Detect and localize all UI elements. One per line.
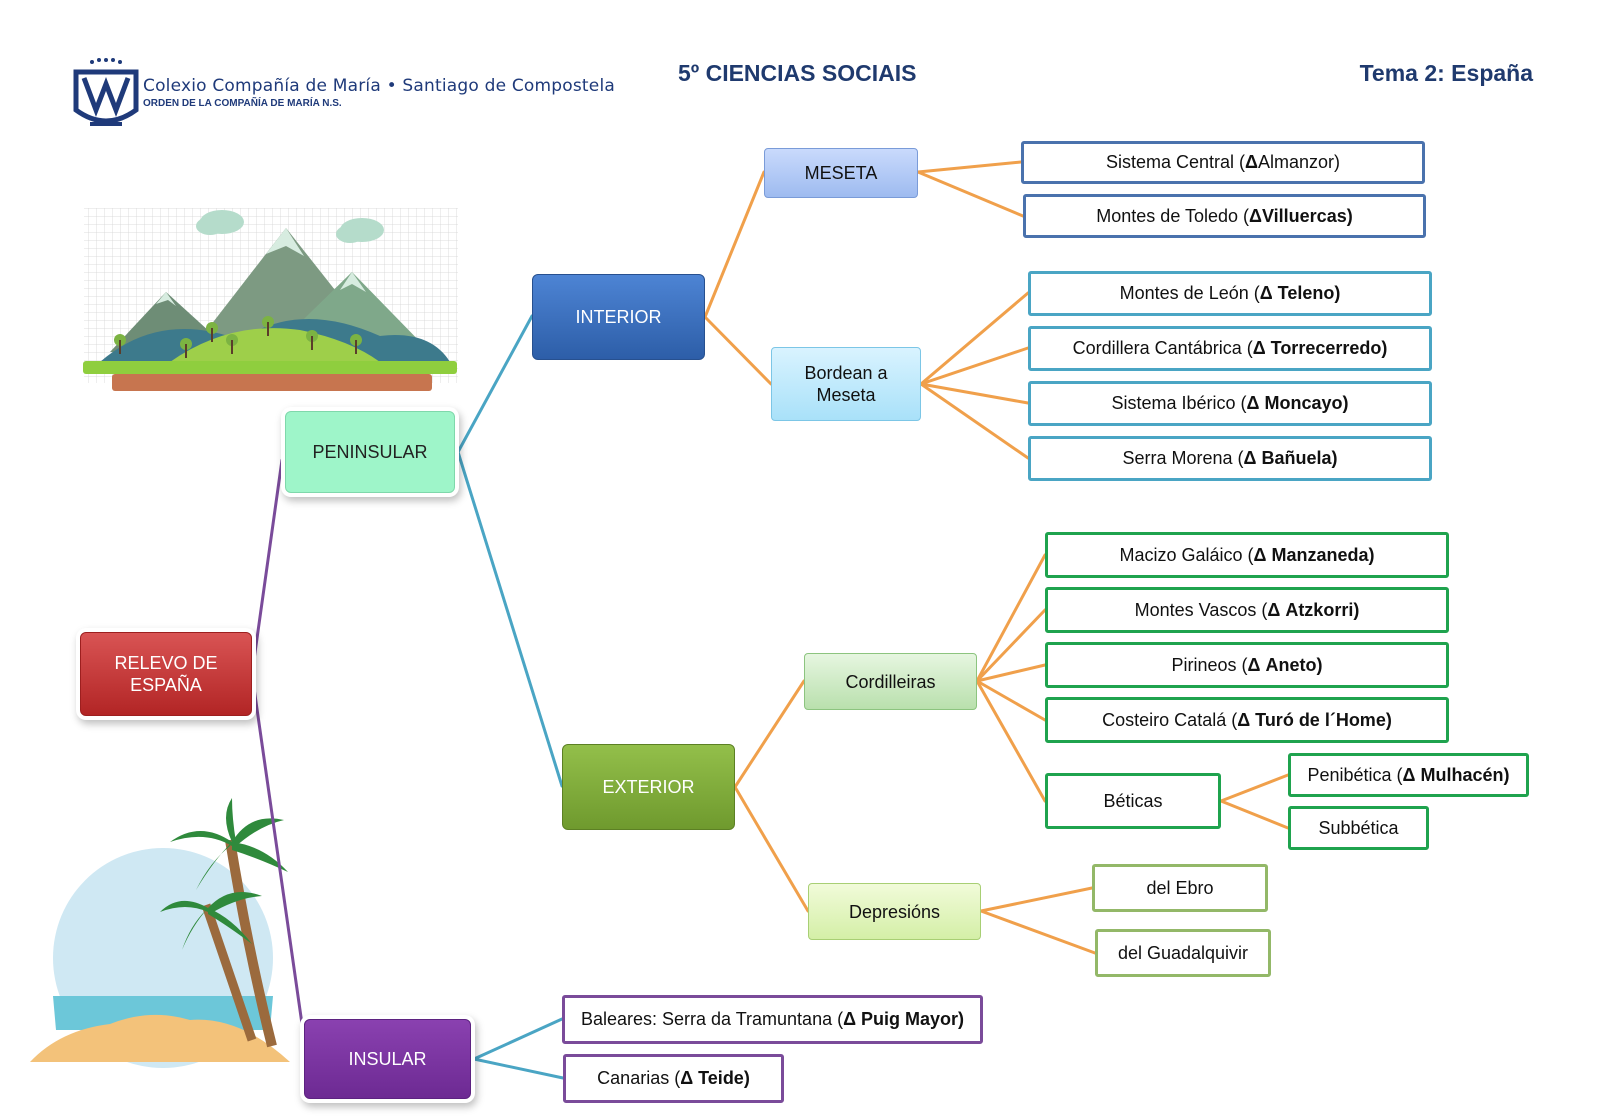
leaf-macizo-galaico: Macizo Galáico ( Δ Manzaneda) <box>1045 532 1449 578</box>
leaf-del-guadalquivir: del Guadalquivir <box>1095 929 1271 977</box>
node-relevo-de-espana: RELEVO DE ESPAÑA <box>80 632 252 716</box>
leaf-sistema-central: Sistema Central (Δ Almanzor) <box>1021 141 1425 184</box>
leaf-name: Baleares: Serra da Tramuntana ( <box>580 1009 844 1029</box>
leaf-peak: Δ Turó de l´Home) <box>1237 709 1392 730</box>
school-logo <box>73 58 139 126</box>
leaf-sistema-iberico: Sistema Ibérico ( Δ Moncayo) <box>1028 381 1432 426</box>
peak-symbol: Δ <box>1245 152 1258 172</box>
leaf-name: del Guadalquivir <box>1117 942 1249 963</box>
leaf-peak: Villuercas) <box>1261 205 1353 226</box>
node-cordilleiras: Cordilleiras <box>804 653 977 710</box>
leaf-name: Canarias ( <box>597 1068 681 1088</box>
connector-cordilleiras-pirineos <box>975 663 1047 683</box>
leaf-montes-de-leon: Montes de León ( Δ Teleno) <box>1028 271 1432 316</box>
leaf-name: Penibética ( <box>1307 764 1403 785</box>
connector-interior-bordean <box>703 315 773 386</box>
leaf-canarias: Canarias ( Δ Teide) <box>563 1054 784 1103</box>
topic-title: Tema 2: España <box>1359 60 1533 86</box>
leaf-name: Sistema Ibérico ( <box>1111 393 1247 413</box>
leaf-peak: Δ Torrecerredo) <box>1252 338 1388 358</box>
mountain-illustration <box>83 208 458 391</box>
node-exterior: EXTERIOR <box>562 744 735 830</box>
node-insular: INSULAR <box>304 1019 471 1099</box>
leaf-del-ebro: del Ebro <box>1092 864 1268 912</box>
leaf-peak: Δ Aneto) <box>1247 654 1323 675</box>
leaf-name: Béticas <box>1103 790 1163 811</box>
connector-bordean-leon <box>919 291 1030 386</box>
connector-insular-baleares <box>472 1017 564 1061</box>
connector-cordilleiras-vascos <box>975 608 1047 683</box>
leaf-name: Montes de Toledo ( <box>1096 205 1250 226</box>
leaf-name: Serra Morena ( <box>1122 448 1244 468</box>
leaf-peak: Δ Bañuela) <box>1243 448 1338 468</box>
school-subtitle: ORDEN DE LA COMPAÑÍA DE MARÍA N.S. <box>143 98 342 109</box>
connector-bordean-morena <box>919 382 1030 460</box>
connector-bordean-cantabrica <box>919 346 1030 386</box>
leaf-peak: Δ Teide) <box>680 1068 750 1088</box>
connector-peninsular-interior <box>456 314 534 454</box>
connector-meseta-central <box>916 160 1023 174</box>
connector-exterior-cordilleiras <box>733 679 806 789</box>
connector-peninsular-exterior <box>456 450 564 788</box>
leaf-name: del Ebro <box>1146 877 1214 898</box>
connector-depresions-ebro <box>979 886 1094 913</box>
leaf-peak: Δ Manzaneda) <box>1253 544 1375 565</box>
leaf-peak: Δ Teleno) <box>1259 283 1341 303</box>
leaf-name: Macizo Galáico ( <box>1119 544 1254 565</box>
node-depresions: Depresións <box>808 883 981 940</box>
leaf-peak: Almanzor) <box>1257 152 1340 172</box>
connector-beticas-subbetica <box>1219 799 1290 830</box>
leaf-serra-morena: Serra Morena ( Δ Bañuela) <box>1028 436 1432 481</box>
school-name: Colexio Compañía de María • Santiago de … <box>143 76 615 96</box>
leaf-name: Montes Vascos ( <box>1134 599 1268 620</box>
leaf-name: Subbética <box>1318 817 1399 838</box>
school-header: Colexio Compañía de María • Santiago de … <box>143 76 615 109</box>
connector-depresions-guadalquivir <box>979 909 1097 955</box>
leaf-peak: Δ Moncayo) <box>1246 393 1349 413</box>
connector-exterior-depresions <box>733 785 810 913</box>
leaf-beticas: Béticas <box>1045 773 1221 829</box>
leaf-name: Costeiro Catalá ( <box>1102 709 1238 730</box>
connector-cordilleiras-galaico <box>975 553 1047 683</box>
leaf-peak: Δ Puig Mayor) <box>843 1009 965 1029</box>
peak-symbol: Δ <box>1249 205 1262 226</box>
leaf-peak: Δ Mulhacén) <box>1402 764 1510 785</box>
connector-cordilleiras-beticas <box>975 679 1047 803</box>
leaf-name: Sistema Central ( <box>1105 152 1246 172</box>
leaf-peak: Δ Atzkorri) <box>1267 599 1360 620</box>
leaf-montes-de-toledo: Montes de Toledo (Δ Villuercas) <box>1023 194 1426 238</box>
leaf-montes-vascos: Montes Vascos (Δ Atzkorri) <box>1045 587 1449 633</box>
course-title: 5º CIENCIAS SOCIAIS <box>678 60 917 86</box>
connector-bordean-iberico <box>919 382 1030 405</box>
node-meseta: MESETA <box>764 148 918 198</box>
palm-beach-illustration <box>30 798 290 1068</box>
connector-root-insular <box>250 672 304 1026</box>
node-bordean-a-meseta: Bordean a Meseta <box>771 347 921 421</box>
connector-meseta-toledo <box>916 170 1025 218</box>
leaf-name: Pirineos ( <box>1171 654 1248 675</box>
leaf-penibetica: Penibética (Δ Mulhacén) <box>1288 753 1529 797</box>
leaf-pirineos: Pirineos ( Δ Aneto) <box>1045 642 1449 688</box>
connector-insular-canarias <box>472 1057 565 1080</box>
leaf-baleares: Baleares: Serra da Tramuntana ( Δ Puig M… <box>562 995 983 1044</box>
leaf-name: Cordillera Cantábrica ( <box>1072 338 1253 358</box>
connector-root-peninsular <box>250 458 284 676</box>
leaf-cordillera-cantabrica: Cordillera Cantábrica ( Δ Torrecerredo) <box>1028 326 1432 371</box>
connector-interior-meseta <box>703 170 766 319</box>
leaf-name: Montes de León ( <box>1119 283 1260 303</box>
leaf-costeiro-catala: Costeiro Catalá ( Δ Turó de l´Home) <box>1045 697 1449 743</box>
node-peninsular: PENINSULAR <box>285 411 455 493</box>
leaf-subbetica: Subbética <box>1288 806 1429 850</box>
connector-beticas-penibetica <box>1219 773 1290 803</box>
node-interior: INTERIOR <box>532 274 705 360</box>
connector-cordilleiras-catala <box>975 679 1047 722</box>
